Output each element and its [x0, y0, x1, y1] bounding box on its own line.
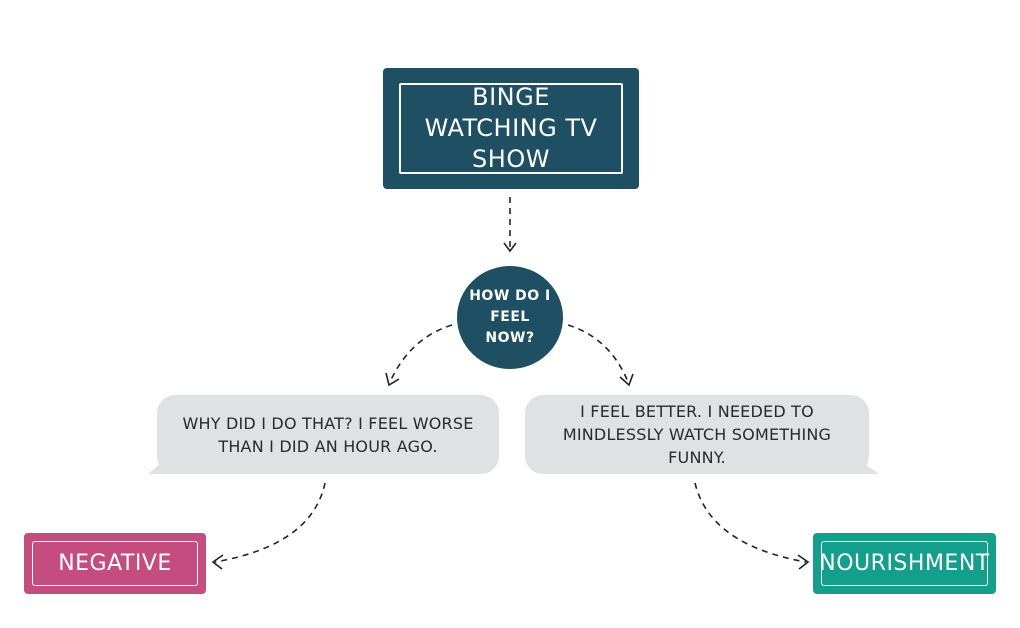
connector-right-to-nourishment: [694, 482, 807, 563]
outcome-negative: NEGATIVE: [24, 533, 206, 594]
arrowhead-question: [503, 242, 517, 253]
outcome-nourishment: NOURISHMENT: [813, 533, 996, 594]
arrowhead-negative: [211, 554, 224, 570]
arrowhead-right-bubble: [619, 373, 634, 387]
connector-left-to-negative: [214, 482, 326, 563]
arrowhead-nourishment: [797, 554, 810, 570]
connector-question-to-right: [567, 324, 629, 383]
response-text-negative: WHY DID I DO THAT? I FEEL WORSE THAN I D…: [182, 413, 474, 456]
response-bubble-nourishment: I FEEL BETTER. I NEEDED TO MINDLESSLY WA…: [525, 395, 869, 474]
response-bubble-negative: WHY DID I DO THAT? I FEEL WORSE THAN I D…: [157, 395, 499, 474]
outcome-nourishment-label: NOURISHMENT: [819, 541, 989, 586]
activity-label: BINGE WATCHING TV SHOW: [399, 83, 623, 174]
outcome-negative-label: NEGATIVE: [32, 541, 198, 586]
question-circle: HOW DO I FEEL NOW?: [457, 266, 563, 369]
connector-question-to-left: [389, 324, 453, 383]
response-text-nourishment: I FEEL BETTER. I NEEDED TO MINDLESSLY WA…: [562, 402, 832, 467]
arrowhead-left-bubble: [385, 372, 400, 387]
question-label: HOW DO I FEEL NOW?: [469, 288, 551, 346]
activity-box: BINGE WATCHING TV SHOW: [383, 68, 639, 189]
